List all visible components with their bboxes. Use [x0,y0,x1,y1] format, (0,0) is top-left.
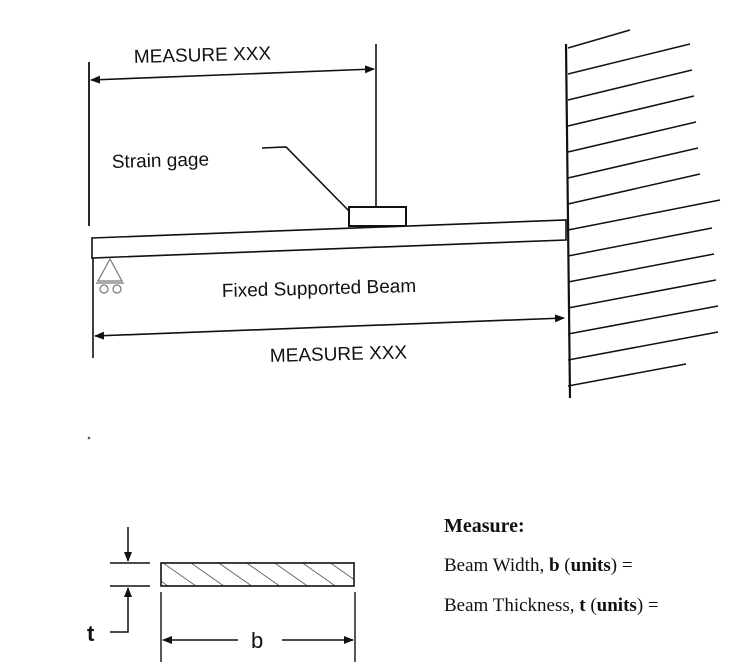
beam-label: Fixed Supported Beam [222,276,417,302]
beam-thickness-prefix: Beam Thickness, [444,595,580,616]
thickness-symbol: t [87,621,95,646]
strain-gage [348,206,407,227]
top-measure-label: MEASURE XXX [134,43,272,68]
roller-support [96,257,124,294]
wall-hatching [567,29,721,387]
beam-width-line: Beam Width, b (units) = [444,555,633,576]
beam-width-prefix: Beam Width, [444,555,549,576]
fixed-wall [564,43,572,399]
beam-thickness-units: units [596,595,637,616]
cross-section-rect [160,562,355,587]
beam-width-units: units [570,555,611,576]
measure-heading: Measure: [444,515,525,537]
strain-gage-label: Strain gage [112,149,210,173]
thickness-arrow-bottom [110,587,132,633]
beam-thickness-line: Beam Thickness, t (units) = [444,595,659,616]
bottom-measure-label: MEASURE XXX [270,342,408,367]
beam [91,219,567,259]
measure-panel: Measure: Beam Width, b (units) = Beam Th… [444,515,659,635]
width-symbol: b [251,628,263,653]
top-dimension-arrow [90,65,375,84]
strain-gage-leader [261,146,350,212]
stray-dot [87,436,91,440]
bottom-dimension-arrow [94,314,565,340]
beam-width-symbol: b [548,555,560,576]
cross-section: t b [87,527,356,662]
beam-thickness-symbol: t [579,595,586,616]
